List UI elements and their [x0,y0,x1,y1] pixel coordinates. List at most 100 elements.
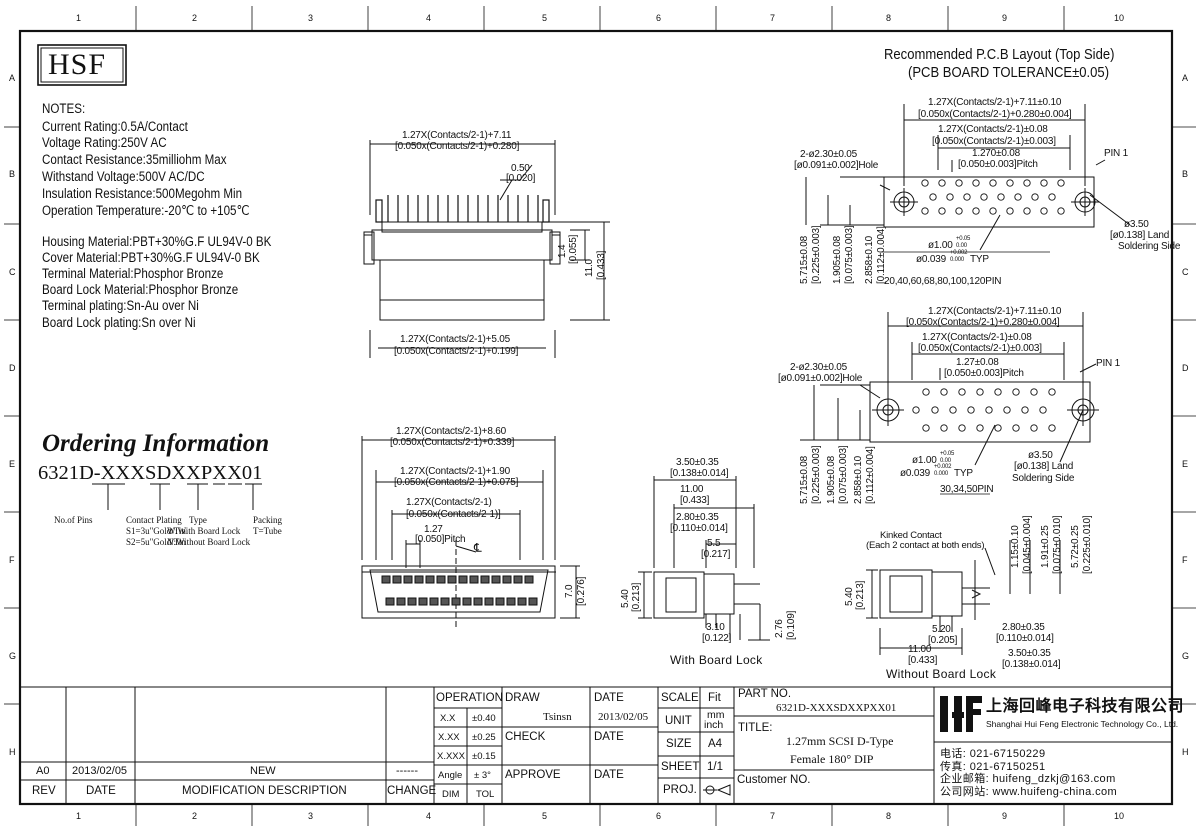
pcb-layout-1 [805,104,1131,251]
company-name-en: Shanghai Hui Feng Electronic Technology … [986,719,1179,729]
legend-packing: Packing [253,515,282,525]
dim-text: 2.858±0.10 [853,456,864,504]
logo-text: HSF [48,48,107,81]
dim-text: Kinked Contact [880,530,942,541]
grid-col-label: 2 [192,811,198,821]
dim-text: 1.270±0.08 [972,148,1020,159]
dim-text: [0.110±0.014] [670,523,728,534]
tol-value: ±0.15 [472,751,496,762]
title-block-lines [20,686,1172,804]
dim-text: 1.905±0.08 [832,236,843,284]
dim-text: 2-ø2.30±0.05 [790,362,848,373]
grid-row-label: H [9,747,16,757]
dim-text: 1.27X(Contacts/2-1)+8.60 [396,426,506,437]
draw-label: DRAW [505,692,540,704]
note-line: Voltage Rating:250V AC [42,135,167,150]
dim-text: [0.050x(Contacts/2-1)+0.280±0.004] [906,317,1060,328]
grid-row-label: C [1182,267,1189,277]
grid-col-label: 10 [1114,811,1125,821]
revision-date-value: 2013/02/05 [72,765,128,777]
grid-col-label: 10 [1114,13,1125,23]
grid-row-label: E [1182,459,1189,469]
top-view-drawing [363,140,610,358]
grid-col-label: 1 [76,811,82,821]
dim-text: 11.00 [908,644,932,655]
grid-col-label: 8 [886,811,892,821]
grid-row-label: D [9,363,16,373]
grid-row-label: B [1182,169,1189,179]
tol-value: ± 3° [474,770,491,781]
grid-col-label: 5 [542,811,548,821]
drawing-border [18,29,1174,806]
dim-text: 1.91±0.25 [1040,525,1051,568]
grid-row-label: H [1182,747,1189,757]
centerline-symbol: ℄ [474,541,482,555]
dim-text: ø1.00 [912,455,937,466]
dim-text: TYP [954,468,973,479]
legend-type-w: W:With Board Lock [167,526,241,536]
ordering-title: Ordering Information [42,430,270,457]
unit-value-mm: mm [707,709,725,721]
dim-text: [0.433] [908,655,938,666]
legend-type-n: N:Without Board Lock [167,537,251,547]
size-label: SIZE [666,738,692,750]
approve-label: APPROVE [505,769,561,781]
scale-value: Fit [708,692,721,704]
dim-text: ø0.039 [900,468,930,479]
ordering-brackets [92,483,262,510]
dim-text: [0.205] [928,635,958,646]
grid-row-label: B [9,169,16,179]
dim-text: 2.858±0.10 [864,236,875,284]
dim-text: [0.050x(Contacts/2-1)] [406,509,501,520]
dim-text: [0.050x(Contacts/2-1)+0.075] [394,477,519,488]
company-website: 公司网站: www.huifeng-china.com [940,786,1118,798]
check-date-label: DATE [594,731,624,743]
pin1-label: PIN 1 [1104,148,1129,159]
grid-row-label: C [9,267,16,277]
change-header: CHANGE [387,785,437,797]
dim-text: [0.050±0.003]Pitch [944,368,1024,379]
grid-row-label: G [1182,651,1190,661]
company-name-cn: 上海回峰电子科技有限公司 [986,698,1185,715]
legend-pins: No.of Pins [54,515,93,525]
dim-text: [0.075±0.010] [1052,515,1063,575]
tolerance: +0.05 [940,451,955,457]
company-tel: 电话: 021-67150229 [940,748,1046,760]
dim-text: 3.10 [706,622,725,633]
company-logo [940,696,982,732]
dim-text: (Each 2 contact at both ends) [866,540,985,551]
approve-date-label: DATE [594,769,624,781]
grid-row-label: G [9,651,17,661]
note-line: Board Lock plating:Sn over Ni [42,315,196,330]
dim-text: [0.433] [596,250,607,280]
dim-text: [ø0.138] Land [1110,230,1170,241]
note-line: Current Rating:0.5A/Contact [42,119,188,134]
tolerance: +0.002 [950,250,968,256]
tol-key: X.X [440,713,456,724]
scale-label: SCALE [661,692,699,704]
dim-text: 3.50±0.35 [1008,648,1051,659]
dim-text: [0.213] [631,582,642,612]
dim-text: [0.122] [702,633,732,644]
draw-date-label: DATE [594,692,624,704]
dim-text: [0.050x(Contacts/2-1)±0.003] [932,136,1056,147]
dim-text: [0.050x(Contacts/2-1)+0.280±0.004] [918,109,1072,120]
sheet-value: 1/1 [707,761,723,773]
dim-text: [0.050x(Contacts/2-1)+0.339] [390,437,515,448]
note-line: Board Lock Material:Phosphor Bronze [42,282,239,297]
title-label: TITLE: [738,722,773,734]
tolerance: +0.05 [956,236,971,242]
dim-text: [0.075±0.003] [844,225,855,285]
ordering-code: 6321D-XXXSDXXPXX01 [38,462,263,484]
date-header: DATE [86,785,116,797]
drawer-value: Tsinsn [543,711,572,723]
revision-header: REV [32,785,56,797]
dim-text: 1.27±0.08 [956,357,999,368]
logo-inner [40,47,124,83]
check-label: CHECK [505,731,546,743]
view-label: Without Board Lock [886,667,997,681]
dim-text: [0.138±0.014] [1002,659,1061,670]
legend-plating-s1: S1=3u"Gold/Tin [126,526,186,536]
revision-value: A0 [36,765,50,777]
note-line: Housing Material:PBT+30%G.F UL94V-0 BK [42,234,272,249]
